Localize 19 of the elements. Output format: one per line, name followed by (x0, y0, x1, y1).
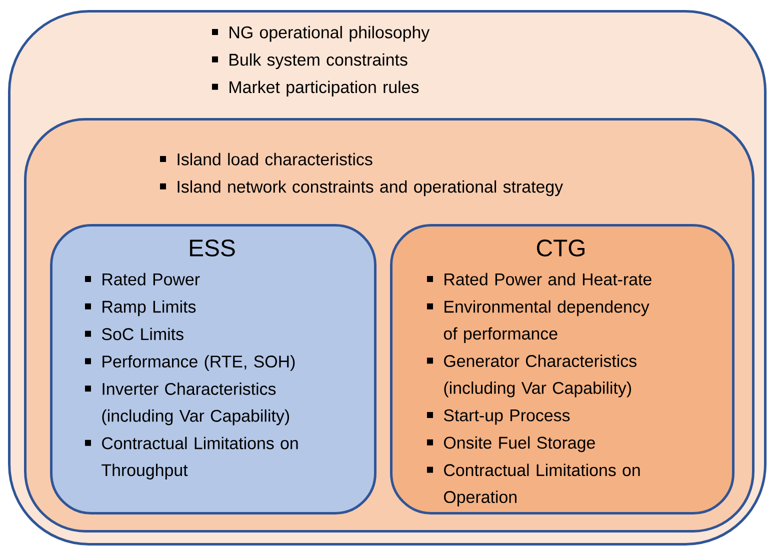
list-item: Island load characteristics (178, 152, 372, 166)
list-item: Bulk system constraints (230, 53, 408, 70)
list-item: Start-up Process (444, 409, 570, 425)
list-item: Rated Power (102, 272, 200, 286)
box-heading: ESS (190, 240, 235, 256)
list-item: Ramp Limits (102, 300, 196, 316)
list-item: Contractual Limitations on Throughput (102, 436, 298, 480)
list-item: Rated Power and Heat-rate (444, 272, 652, 286)
list-item: Contractual Limitations on Operation (444, 464, 640, 506)
list-item: NG operational philosophy (230, 26, 430, 42)
list-item: Generator Characteristics (including Var Capability) (444, 354, 636, 398)
list-item: Performance (RTE, SOH) (102, 355, 295, 371)
list-item: Environmental dependency of performance (444, 300, 650, 343)
list-item: Island network constraints and operational strategy (178, 180, 564, 196)
box-heading: CTG (536, 240, 584, 256)
list-item: Market participation rules (230, 80, 419, 96)
list-item: Onsite Fuel Storage (444, 436, 595, 452)
list-item: Inverter Characteristics (including Var Capability) (102, 382, 289, 426)
list-item: SoC Limits (102, 328, 184, 340)
